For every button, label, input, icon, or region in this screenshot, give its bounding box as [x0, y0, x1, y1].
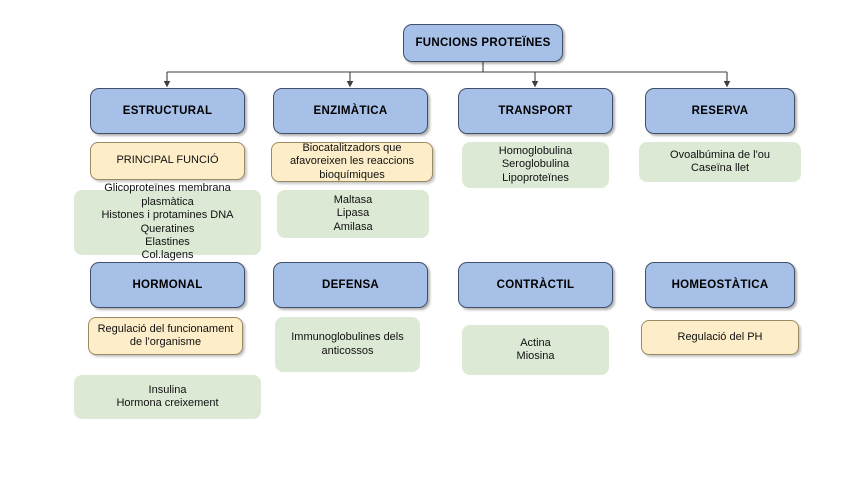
- root-node-label: FUNCIONS PROTEÏNES: [415, 36, 551, 49]
- examples-box-contractil[interactable]: Actina Miosina: [462, 325, 609, 375]
- definition-box-estructural[interactable]: PRINCIPAL FUNCIÓ: [90, 142, 245, 180]
- category-node-enzimatica[interactable]: ENZIMÀTICA: [273, 88, 428, 134]
- category-label-homeostatica: HOMEOSTÀTICA: [671, 278, 769, 291]
- examples-box-hormonal[interactable]: Insulina Hormona creixement: [74, 375, 261, 419]
- examples-text-reserva: Ovoalbúmina de l'ou Caseïna llet: [670, 148, 770, 174]
- examples-text-transport: Homoglobulina Seroglobulina Lipoproteïne…: [498, 144, 573, 184]
- examples-text-enzimatica: Maltasa Lipasa Amilasa: [333, 193, 373, 233]
- category-label-contractil: CONTRÀCTIL: [496, 278, 575, 291]
- category-node-hormonal[interactable]: HORMONAL: [90, 262, 245, 308]
- category-label-defensa: DEFENSA: [321, 278, 380, 291]
- definition-box-enzimatica[interactable]: Biocatalitzadors que afavoreixen les rea…: [271, 142, 433, 182]
- category-node-transport[interactable]: TRANSPORT: [458, 88, 613, 134]
- category-node-estructural[interactable]: ESTRUCTURAL: [90, 88, 245, 134]
- category-label-transport: TRANSPORT: [498, 104, 573, 117]
- category-label-reserva: RESERVA: [691, 104, 749, 117]
- category-node-defensa[interactable]: DEFENSA: [273, 262, 428, 308]
- definition-text-hormonal: Regulació del funcionament de l'organism…: [97, 322, 234, 348]
- definition-text-estructural: PRINCIPAL FUNCIÓ: [116, 154, 219, 167]
- examples-box-estructural[interactable]: Glicoproteïnes membrana plasmàtica Histo…: [74, 182, 261, 261]
- examples-text-hormonal: Insulina Hormona creixement: [116, 383, 219, 409]
- examples-box-reserva[interactable]: Ovoalbúmina de l'ou Caseïna llet: [639, 142, 801, 182]
- examples-box-enzimatica[interactable]: Maltasa Lipasa Amilasa: [277, 190, 429, 238]
- definition-text-homeostatica: Regulació del PH: [677, 330, 763, 343]
- definition-text-enzimatica: Biocatalitzadors que afavoreixen les rea…: [289, 141, 415, 181]
- category-label-estructural: ESTRUCTURAL: [122, 104, 213, 117]
- category-node-contractil[interactable]: CONTRÀCTIL: [458, 262, 613, 308]
- root-node-funcions-proteines[interactable]: FUNCIONS PROTEÏNES: [403, 24, 563, 62]
- examples-text-defensa: Immunoglobulines dels anticossos: [291, 331, 404, 357]
- examples-box-transport[interactable]: Homoglobulina Seroglobulina Lipoproteïne…: [462, 142, 609, 188]
- category-label-enzimatica: ENZIMÀTICA: [313, 104, 388, 117]
- category-node-reserva[interactable]: RESERVA: [645, 88, 795, 134]
- examples-box-defensa[interactable]: Immunoglobulines dels anticossos: [275, 317, 420, 372]
- definition-box-homeostatica[interactable]: Regulació del PH: [641, 320, 799, 355]
- examples-text-contractil: Actina Miosina: [516, 336, 555, 362]
- examples-text-estructural: Glicoproteïnes membrana plasmàtica Histo…: [101, 182, 234, 262]
- definition-box-hormonal[interactable]: Regulació del funcionament de l'organism…: [88, 317, 243, 355]
- category-node-homeostatica[interactable]: HOMEOSTÀTICA: [645, 262, 795, 308]
- category-label-hormonal: HORMONAL: [132, 278, 203, 291]
